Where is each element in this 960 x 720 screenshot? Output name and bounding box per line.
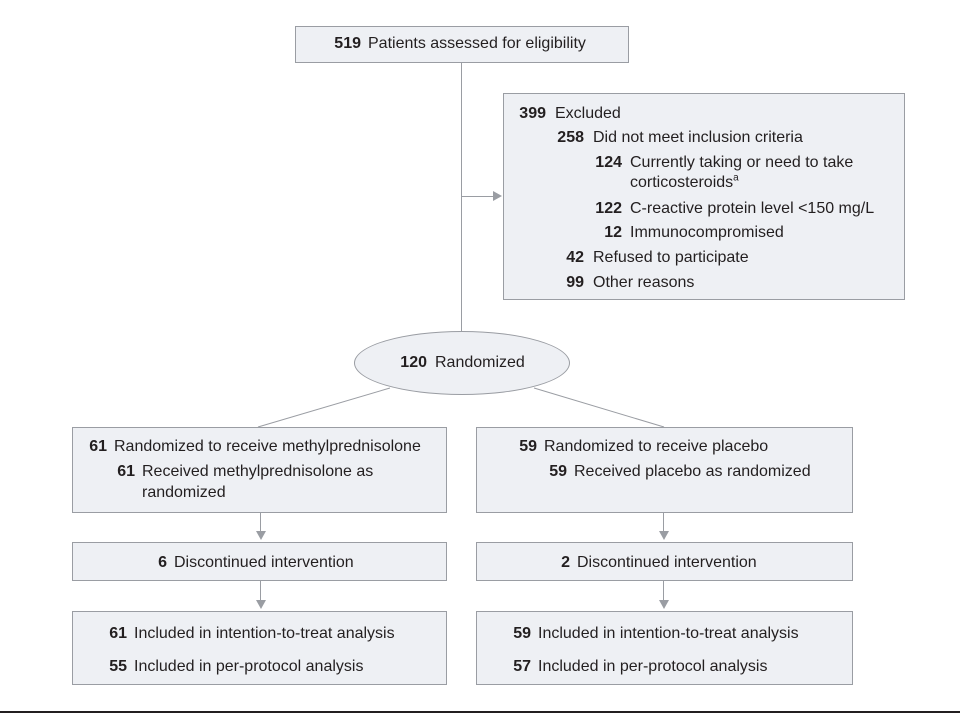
excluded-box: 399 Excluded 258 Did not meet inclusion …: [503, 93, 905, 300]
right-alloc-count: 59: [519, 438, 537, 455]
crp-count: 122: [595, 200, 622, 217]
excluded-count: 399: [519, 105, 546, 122]
inclusion-count: 258: [557, 129, 584, 146]
left-received-line2: randomized: [142, 484, 226, 501]
placebo-allocation-box: 59 Randomized to receive placebo 59 Rece…: [476, 427, 853, 513]
left-alloc-count: 61: [89, 438, 107, 455]
assessed-count: 519: [334, 35, 361, 52]
left-alloc-label: Randomized to receive methylprednisolone: [114, 438, 421, 455]
crp-label: C-reactive protein level <150 mg/L: [630, 200, 875, 217]
right-itt-label: Included in intention-to-treat analysis: [538, 625, 799, 642]
footnote-marker: a: [733, 172, 739, 184]
other-count: 99: [566, 274, 584, 291]
immuno-label: Immunocompromised: [630, 224, 784, 241]
assessed-label: Patients assessed for eligibility: [368, 35, 586, 52]
split-line-left: [257, 387, 391, 428]
arrow-left-1: [256, 531, 266, 540]
arrow-left-2: [256, 600, 266, 609]
right-pp-label: Included in per-protocol analysis: [538, 658, 768, 675]
left-itt-label: Included in intention-to-treat analysis: [134, 625, 395, 642]
split-line-right: [533, 387, 665, 428]
left-received-count: 61: [117, 463, 135, 480]
right-received-count: 59: [549, 463, 567, 480]
right-discontinued-count: 2: [561, 554, 570, 571]
immuno-count: 12: [604, 224, 622, 241]
arrow-right-1: [659, 531, 669, 540]
connector-to-excluded: [462, 196, 494, 197]
left-discontinued-box: 6 Discontinued intervention: [72, 542, 447, 581]
right-discontinued-box: 2 Discontinued intervention: [476, 542, 853, 581]
connector-top-vertical: [461, 62, 462, 332]
randomized-ellipse: 120 Randomized: [354, 331, 570, 395]
refused-count: 42: [566, 249, 584, 266]
left-pp-count: 55: [109, 658, 127, 675]
methylprednisolone-allocation-box: 61 Randomized to receive methylprednisol…: [72, 427, 447, 513]
assessed-box: 519 Patients assessed for eligibility: [295, 26, 629, 63]
right-analysis-box: 59 Included in intention-to-treat analys…: [476, 611, 853, 685]
connector-right-1: [663, 513, 664, 531]
right-pp-count: 57: [513, 658, 531, 675]
steroids-label-line2: corticosteroidsa: [630, 173, 739, 193]
connector-left-1: [260, 513, 261, 531]
inclusion-label: Did not meet inclusion criteria: [593, 129, 803, 146]
randomized-count: 120: [400, 354, 427, 371]
left-itt-count: 61: [109, 625, 127, 642]
randomized-label: Randomized: [435, 354, 525, 371]
left-discontinued-count: 6: [158, 554, 167, 571]
arrow-right-2: [659, 600, 669, 609]
steroids-label-word: corticosteroids: [630, 174, 734, 191]
left-analysis-box: 61 Included in intention-to-treat analys…: [72, 611, 447, 685]
excluded-label: Excluded: [555, 105, 621, 122]
bottom-rule: [0, 711, 960, 713]
connector-left-2: [260, 581, 261, 600]
left-received-line1: Received methylprednisolone as: [142, 463, 374, 480]
steroids-count: 124: [595, 154, 622, 171]
right-discontinued-label: Discontinued intervention: [577, 554, 757, 571]
right-itt-count: 59: [513, 625, 531, 642]
arrow-to-excluded: [493, 191, 502, 201]
left-discontinued-label: Discontinued intervention: [174, 554, 354, 571]
right-received-label: Received placebo as randomized: [574, 463, 811, 480]
refused-label: Refused to participate: [593, 249, 749, 266]
right-alloc-label: Randomized to receive placebo: [544, 438, 769, 455]
steroids-label-line1: Currently taking or need to take: [630, 154, 854, 171]
left-pp-label: Included in per-protocol analysis: [134, 658, 364, 675]
connector-right-2: [663, 581, 664, 600]
other-label: Other reasons: [593, 274, 695, 291]
